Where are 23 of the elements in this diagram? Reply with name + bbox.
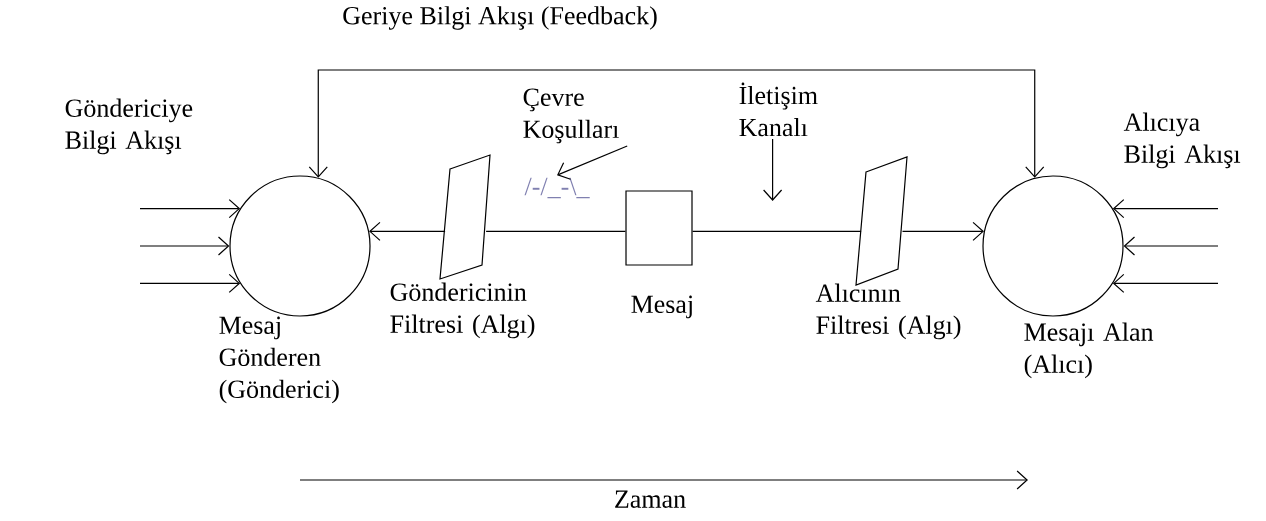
- arrow: [1123, 236, 1219, 256]
- node-caption: Göndericinin Filtresi (Algı): [390, 282, 535, 339]
- arrow: [139, 236, 230, 256]
- text-label: Zaman: [615, 490, 686, 508]
- noise-symbol: /-/_-\_: [524, 177, 590, 199]
- arrow: [139, 199, 241, 219]
- text-label: Çevre Koşulları: [523, 88, 619, 144]
- arrow: [369, 221, 446, 241]
- node-caption: Mesaj: [631, 295, 692, 319]
- text-label: Göndericiye Bilgi Akışı: [65, 98, 193, 155]
- arrow: [763, 138, 783, 201]
- arrow: [557, 145, 628, 180]
- arrow: [1112, 199, 1219, 219]
- node-caption: Alıcının Filtresi (Algı): [815, 283, 961, 340]
- edge-label: Geriye Bilgi Akışı (Feedback): [340, 4, 660, 32]
- arrow: [139, 273, 241, 294]
- text-label: Alıcıya Bilgi Akışı: [1123, 112, 1241, 169]
- node-caption: Mesaj Gönderen (Gönderici): [219, 316, 339, 404]
- arrow: [1112, 273, 1219, 294]
- arrow: [308, 69, 1045, 178]
- arrow: [901, 221, 984, 241]
- node-caption: Mesajı Alan (Alıcı): [1024, 322, 1154, 379]
- text-label: İletişim Kanalı: [739, 82, 818, 137]
